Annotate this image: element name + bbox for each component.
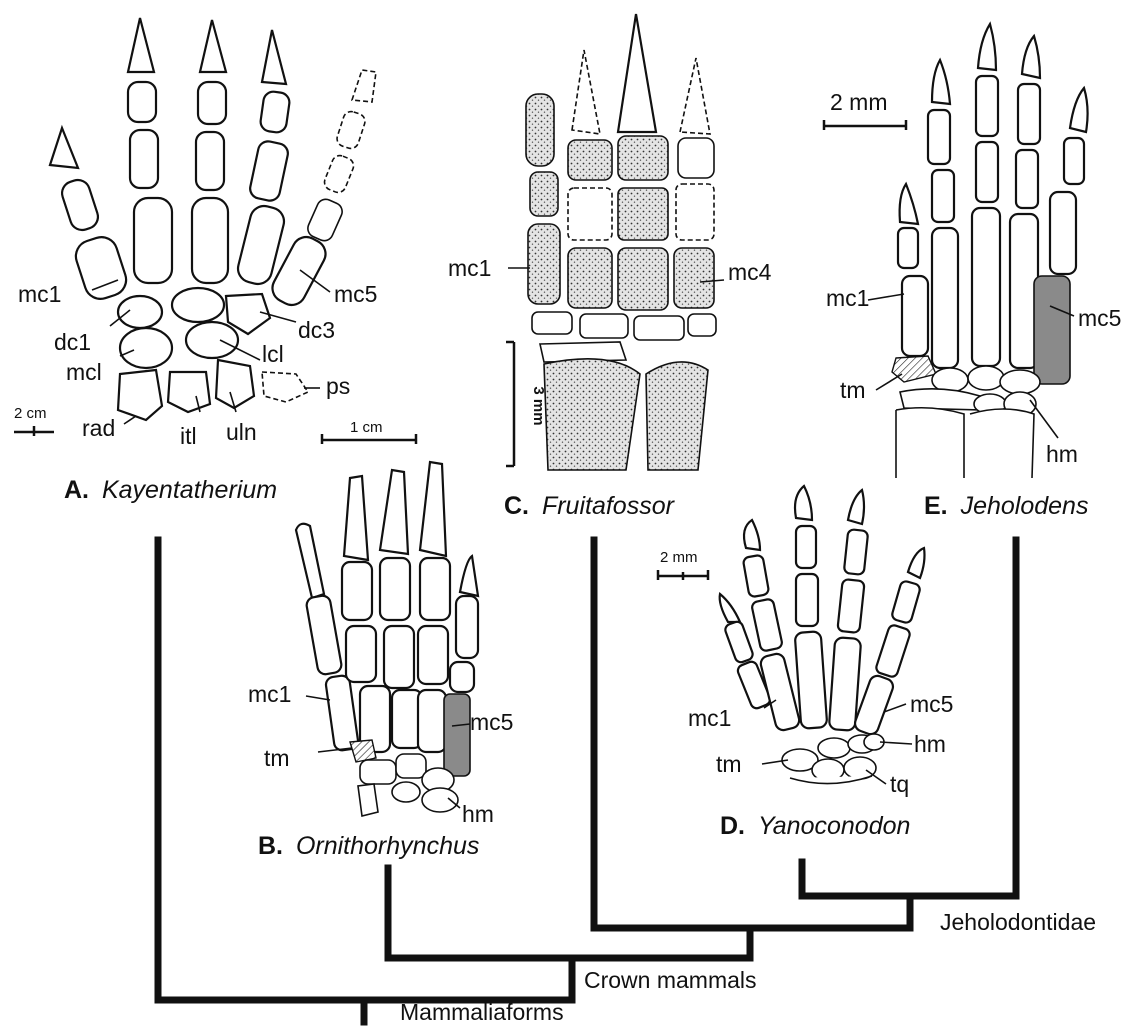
label-e-tm: tm: [840, 377, 866, 403]
caption-c-taxon: Fruitafossor: [542, 492, 676, 520]
caption-b: B. Ornithorhynchus: [258, 832, 479, 860]
label-a-rad: rad: [82, 415, 115, 441]
tree-branch-crown-mammals: [364, 958, 572, 1000]
label-c-mc1: mc1: [448, 255, 491, 281]
phylogenetic-tree: Jeholodontidae Crown mammals Mammaliafor…: [158, 540, 1096, 1025]
label-a-ps: ps: [326, 373, 350, 399]
caption-a: A. Kayentatherium: [64, 476, 277, 504]
label-b-mc1: mc1: [248, 681, 291, 707]
label-c-mc4: mc4: [728, 259, 772, 285]
panel-d-yanoconodon: mc1 mc5 hm tm tq 2 mm D. Yanoconodon: [658, 486, 953, 840]
clade-label-mammaliaforms: Mammaliaforms: [400, 999, 564, 1025]
label-a-dc3: dc3: [298, 317, 335, 343]
scale-bar-c: 3 mm: [506, 342, 547, 466]
label-e-mc1: mc1: [826, 285, 869, 311]
panel-e-jeholodens: mc1 mc5 tm hm 2 mm E. Jeholodens: [824, 24, 1121, 520]
label-d-tm: tm: [716, 751, 742, 777]
scale-label-c: 3 mm: [530, 386, 547, 425]
caption-a-taxon: Kayentatherium: [102, 476, 277, 504]
label-d-mc5: mc5: [910, 691, 953, 717]
label-b-mc5: mc5: [470, 709, 513, 735]
scale-label-d: 2 mm: [660, 549, 698, 566]
label-a-dc1: dc1: [54, 329, 91, 355]
tree-branch-ornithorhynchus: [388, 868, 750, 958]
scale-label-a-right: 1 cm: [350, 419, 383, 436]
clade-label-jeholodontidae: Jeholodontidae: [940, 909, 1096, 935]
panel-a-kayentatherium: mc1 mc5 dc1 dc3 mcl lcl rad itl uln ps 2…: [14, 18, 416, 504]
caption-d: D. Yanoconodon: [720, 812, 910, 840]
scale-label-a-left: 2 cm: [14, 405, 47, 422]
jeholodens-hand-drawing: [892, 24, 1088, 478]
label-e-hm: hm: [1046, 441, 1078, 467]
ornithorhynchus-hand-drawing: [296, 462, 478, 816]
panel-c-fruitafossor: mc1 mc4 3 mm C. Fruitafossor: [448, 14, 772, 520]
caption-e-letter: E.: [924, 492, 948, 520]
label-b-hm: hm: [462, 801, 494, 827]
label-d-mc1: mc1: [688, 705, 731, 731]
caption-e-taxon: Jeholodens: [960, 492, 1089, 520]
caption-d-letter: D.: [720, 812, 745, 840]
caption-e: E. Jeholodens: [924, 492, 1088, 520]
scale-bar-e: 2 mm: [824, 89, 906, 130]
scale-bar-a-right: 1 cm: [322, 419, 416, 444]
label-a-mc5: mc5: [334, 281, 377, 307]
label-a-itl: itl: [180, 423, 197, 449]
caption-a-letter: A.: [64, 476, 89, 504]
label-a-uln: uln: [226, 419, 257, 445]
caption-c: C. Fruitafossor: [504, 492, 676, 520]
tree-branch-kayentatherium: [158, 540, 364, 1000]
label-a-mcl: mcl: [66, 359, 102, 385]
scale-label-e: 2 mm: [830, 89, 888, 115]
label-d-tq: tq: [890, 771, 909, 797]
caption-c-letter: C.: [504, 492, 529, 520]
label-e-mc5: mc5: [1078, 305, 1121, 331]
caption-d-taxon: Yanoconodon: [758, 812, 910, 840]
label-a-mc1: mc1: [18, 281, 61, 307]
panel-b-ornithorhynchus: mc1 tm mc5 hm B. Ornithorhynchus: [248, 462, 513, 860]
caption-b-taxon: Ornithorhynchus: [296, 832, 479, 860]
caption-b-letter: B.: [258, 832, 283, 860]
label-a-lcl: lcl: [262, 341, 284, 367]
label-d-hm: hm: [914, 731, 946, 757]
scale-bar-d: 2 mm: [658, 549, 708, 580]
clade-label-crown-mammals: Crown mammals: [584, 967, 757, 993]
yanoconodon-hand-drawing: [720, 486, 925, 784]
label-b-tm: tm: [264, 745, 290, 771]
fruitafossor-hand-drawing: [526, 14, 716, 470]
scale-bar-a-left: 2 cm: [14, 405, 54, 436]
